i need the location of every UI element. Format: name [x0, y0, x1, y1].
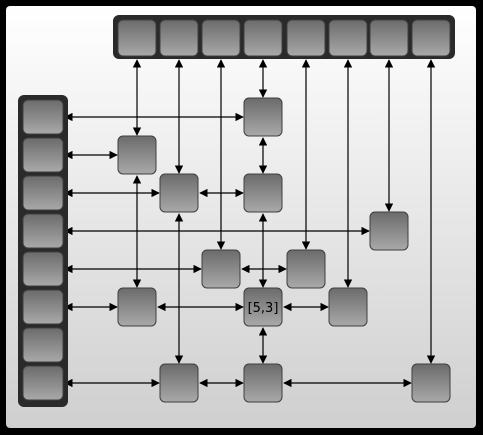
top-header-cell-3 [201, 19, 241, 57]
left-header-cell-5 [22, 251, 64, 287]
node-c3-r5 [201, 249, 241, 289]
left-column-headers [18, 95, 68, 407]
link-layer [64, 59, 436, 388]
node-c6-r6 [328, 287, 368, 327]
top-row-headers [113, 15, 455, 59]
node-c1-r6 [117, 287, 157, 327]
node-c4-r1 [243, 97, 283, 137]
left-header-cell-7 [22, 327, 64, 363]
node-c4-r8 [243, 363, 283, 403]
node-center [243, 287, 283, 327]
node-c1-r2 [117, 135, 157, 175]
left-header-cell-6 [22, 289, 64, 325]
top-header-cell-5 [286, 19, 326, 57]
left-header-cell-3 [22, 175, 64, 211]
matrix-nodes: [5,3] [117, 97, 451, 403]
top-header-cell-1 [117, 19, 157, 57]
left-header-cell-4 [22, 213, 64, 249]
node-c8-r8 [411, 363, 451, 403]
left-header-cell-2 [22, 137, 64, 173]
node-center-label: [5,3] [248, 301, 279, 316]
left-header-cell-8 [22, 365, 64, 401]
top-header-cell-2 [159, 19, 199, 57]
node-c7-r4 [369, 211, 409, 251]
node-c5-r5 [286, 249, 326, 289]
top-header-cell-4 [243, 19, 283, 57]
top-header-cell-8 [411, 19, 451, 57]
top-header-cell-6 [328, 19, 368, 57]
node-c2-r8 [159, 363, 199, 403]
left-header-cell-1 [22, 99, 64, 135]
node-c2-r3 [159, 173, 199, 213]
node-c4-r3 [243, 173, 283, 213]
top-header-cell-7 [369, 19, 409, 57]
